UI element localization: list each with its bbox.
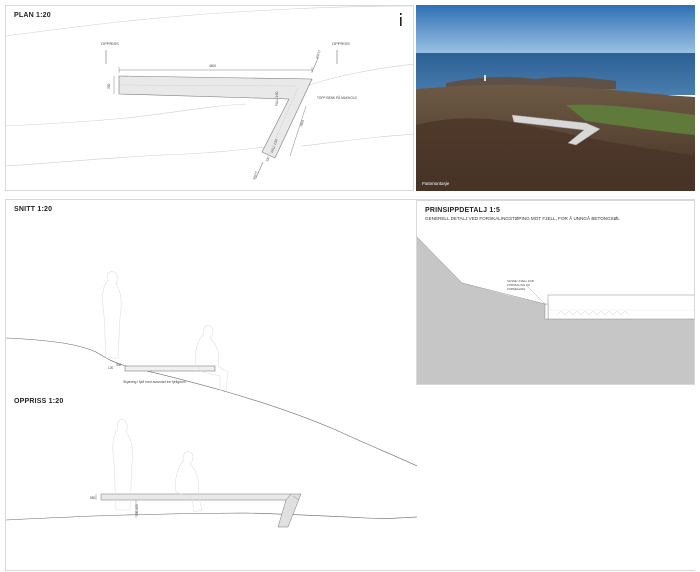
person-silhouette-standing <box>112 419 134 511</box>
bench-plan-inner-line <box>118 84 297 87</box>
photo-montage-panel: Fotomontasje <box>416 5 695 191</box>
oppriss-bench-hatch <box>292 495 300 501</box>
oppriss-title: OPPRISS 1:20 <box>14 398 64 405</box>
snitt-dim-left: 120 <box>108 366 114 370</box>
plan-panel: PLAN 1:20 OPPRISS OPPRISS SNITT SNITT 46… <box>5 5 414 191</box>
detail-rock-edge <box>417 236 463 284</box>
detail-subtitle: GENERELL DETALJ VED FORSKALINGSTØPING MO… <box>425 216 620 221</box>
snitt-terrain-line <box>6 337 417 467</box>
photo-grass <box>566 104 695 135</box>
plan-top-note: TOPP BENK PÅ MAKHOLD <box>317 96 357 100</box>
dimension-line <box>289 105 307 157</box>
plan-dim-length: 4600 <box>209 64 217 68</box>
bench-plan-shape <box>118 75 313 159</box>
detail-drawing <box>417 236 694 384</box>
plan-contour-line <box>6 145 277 167</box>
oppriss-dim-height: 550 <box>90 496 96 500</box>
section-marker-line <box>311 57 319 73</box>
snitt-note: Skjæring i fjell med avrundet inn fjellg… <box>123 380 186 384</box>
photo-lighthouse <box>484 75 486 81</box>
detail-rock-mass <box>417 237 694 384</box>
detail-slot <box>544 303 549 320</box>
photo-bench <box>511 114 601 146</box>
snitt-dim-right: 330 <box>116 363 122 367</box>
detail-panel: PRINSIPPDETALJ 1:5 GENERELL DETALJ VED F… <box>416 200 695 385</box>
photo-montage-image <box>416 5 695 191</box>
oppriss-bench <box>100 493 292 501</box>
snitt-drawing <box>6 271 417 467</box>
person-silhouette-sitting <box>195 325 229 391</box>
plan-dim-depth: 330 <box>107 83 111 89</box>
detail-note-line-3: FORSEGLING <box>507 287 526 291</box>
detail-note-line-1: SLISSE I FJELL FOR <box>507 279 534 283</box>
snitt-title: SNITT 1:20 <box>14 206 53 213</box>
person-silhouette-sitting <box>175 451 203 513</box>
detail-leader-line <box>526 285 547 306</box>
detail-rock-edge <box>461 282 546 305</box>
photo-sky <box>416 5 695 55</box>
snitt-bench <box>124 365 216 372</box>
photo-heather <box>416 118 695 191</box>
plan-contour-line <box>305 63 413 87</box>
oppriss-dim-depth: 300-400 <box>135 504 139 516</box>
plan-contour-line <box>6 103 247 127</box>
north-arrow-icon <box>400 13 402 26</box>
section-marker-line <box>255 161 264 179</box>
detail-rebar-hatch <box>556 310 630 316</box>
plan-label-oppriss-left: OPPRISS <box>101 41 119 46</box>
detail-title: PRINSIPPDETALJ 1:5 <box>425 207 501 214</box>
plan-contour-line <box>6 6 413 37</box>
plan-drawing <box>6 6 413 179</box>
bench-plan-inner-line <box>268 87 299 155</box>
plan-label-oppriss-right: OPPRISS <box>332 41 350 46</box>
oppriss-drawing <box>6 419 417 528</box>
plan-fall-label-1: FALL 1:50 <box>275 91 279 106</box>
person-silhouette-standing <box>102 271 122 359</box>
detail-note-line-2: FORSKALING OG <box>507 283 531 287</box>
oppriss-ground-line <box>6 512 417 521</box>
plan-title: PLAN 1:20 <box>14 12 51 19</box>
photo-caption: Fotomontasje <box>422 181 450 186</box>
detail-bench-cast <box>547 294 694 320</box>
plan-contour-line <box>300 133 413 147</box>
oppriss-bench-leg <box>277 493 302 528</box>
